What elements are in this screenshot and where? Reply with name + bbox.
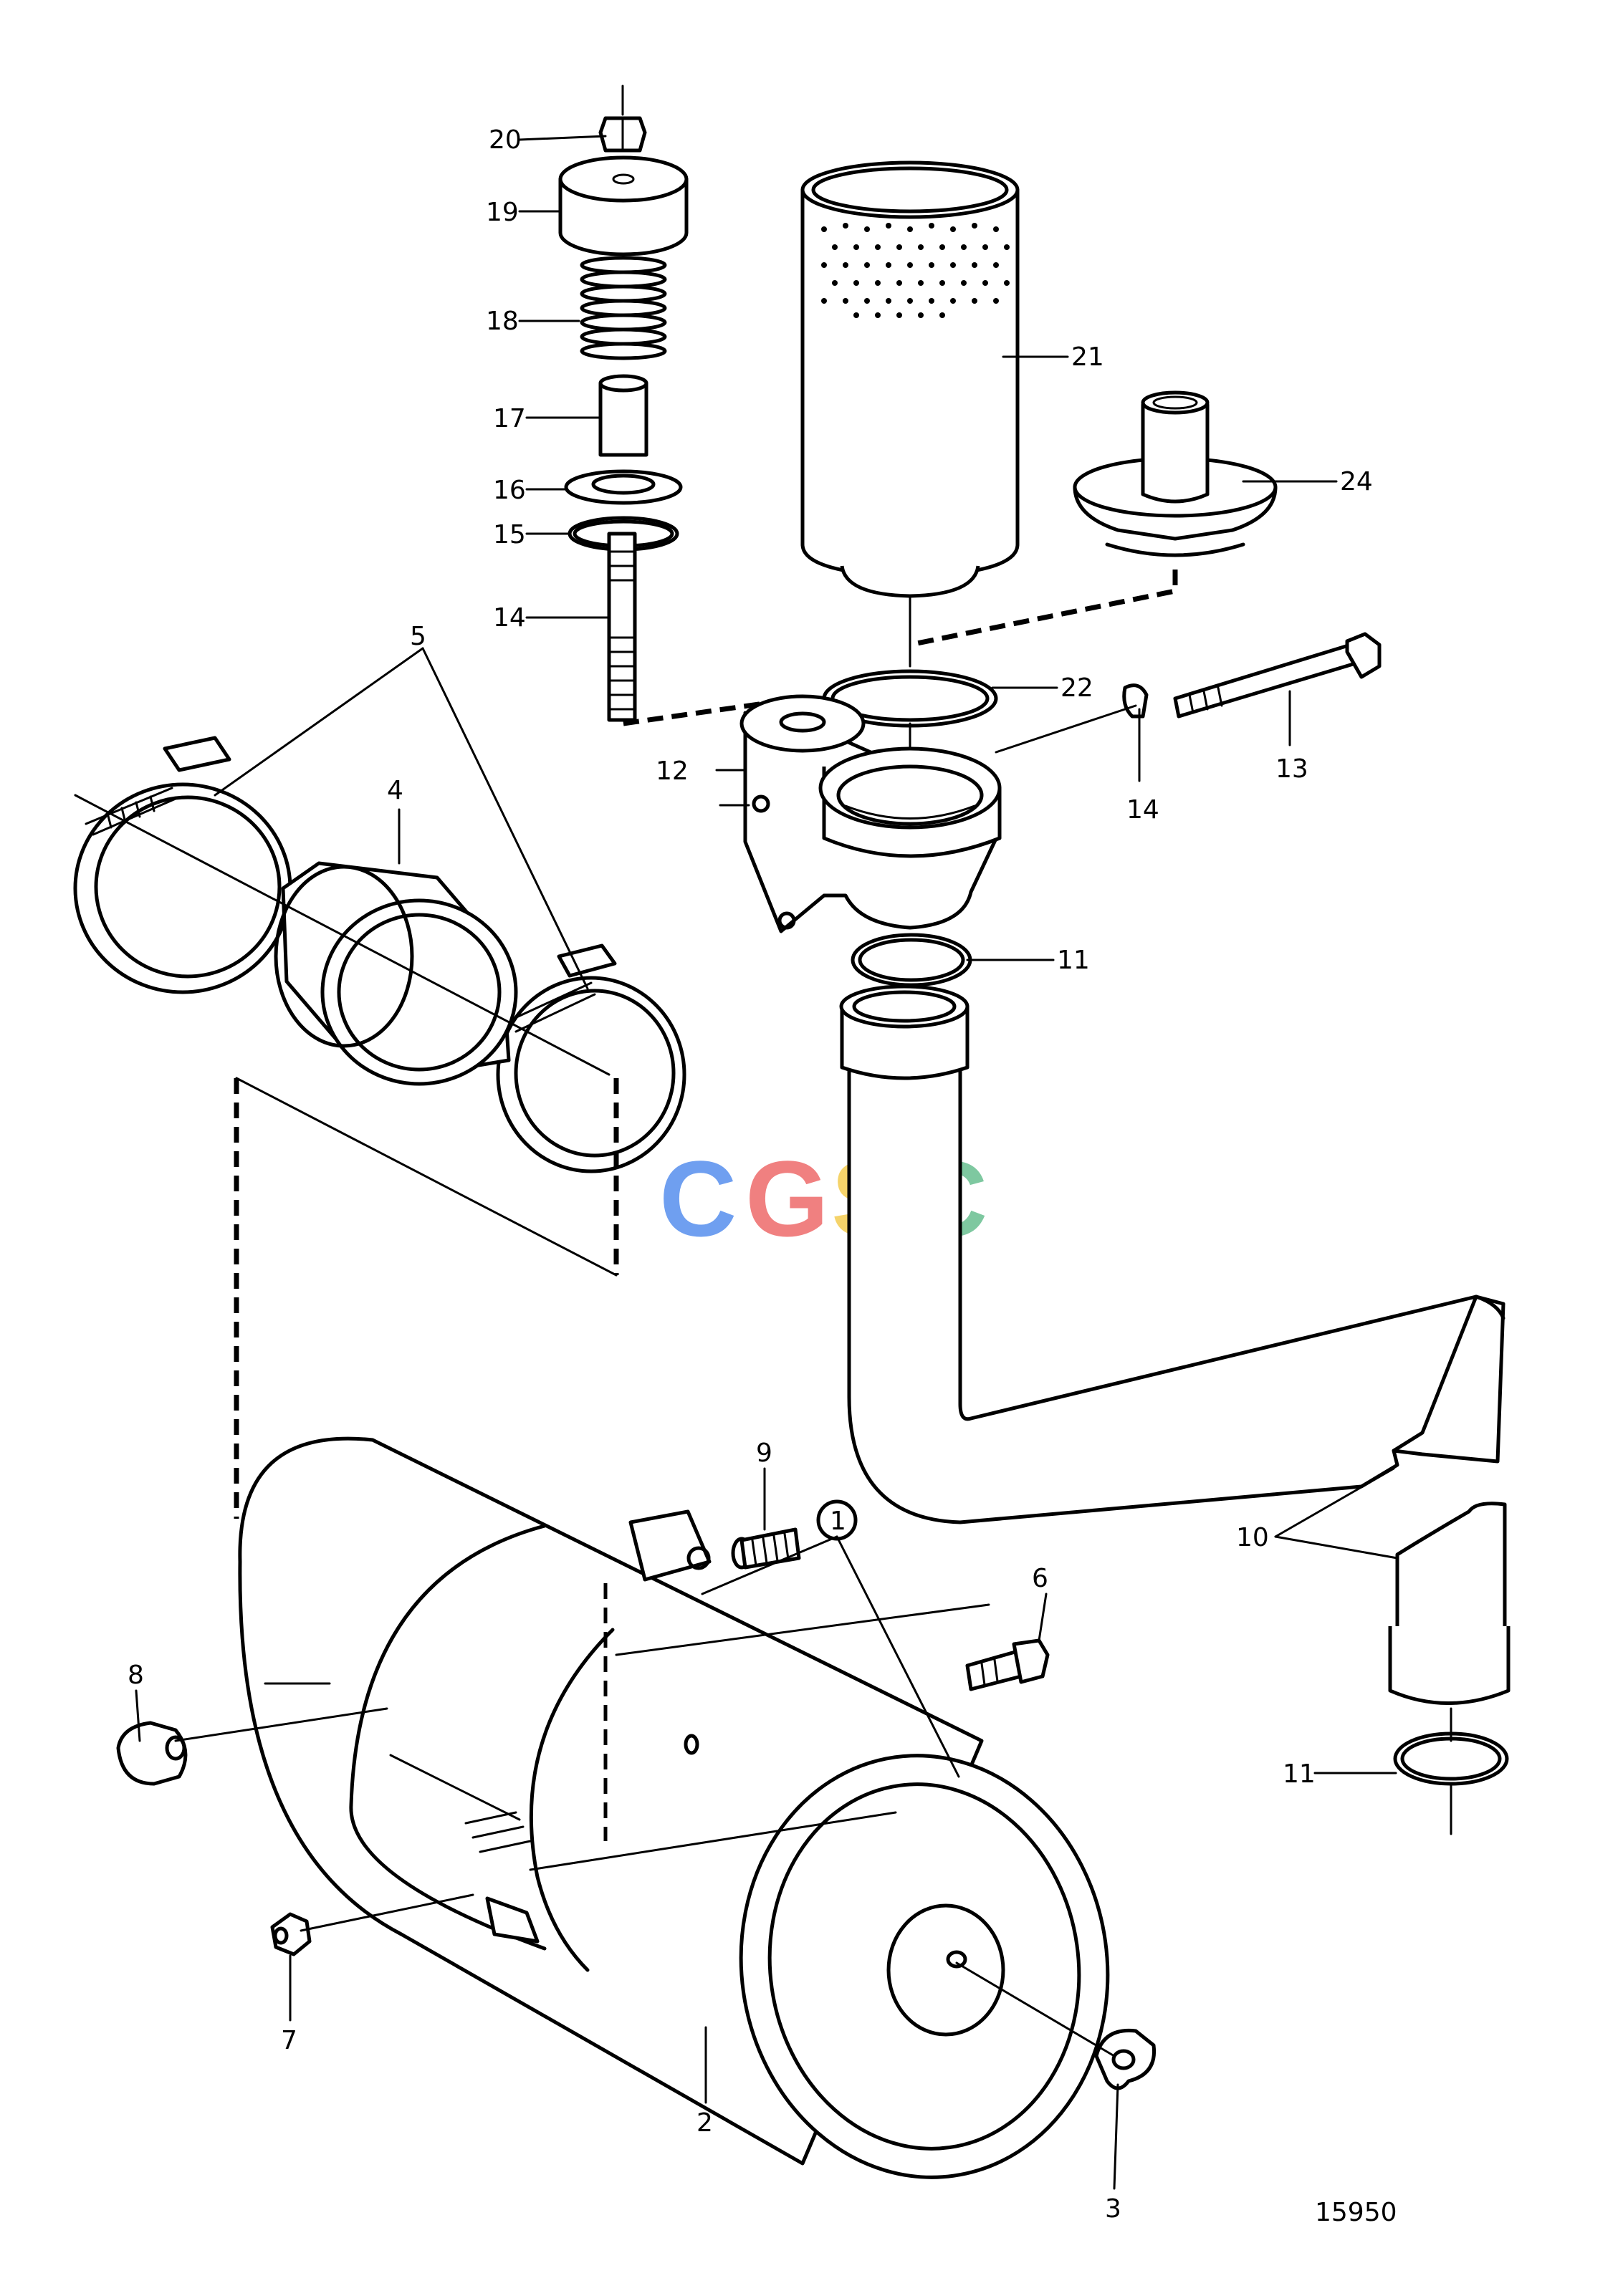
- callout-16: 15: [493, 520, 526, 549]
- callout-14: 14: [1126, 795, 1159, 825]
- callout-11-upper: 11: [1057, 946, 1090, 975]
- part-7-nut: [270, 1893, 474, 1956]
- part-15-stud: [607, 532, 802, 726]
- part-5-hose-clamp-left: [73, 736, 292, 994]
- callout-15: 14: [493, 603, 526, 633]
- callout-21: 20: [489, 125, 522, 155]
- watermark-letter-2: G: [745, 1138, 829, 1259]
- part-3-wing-nut: [955, 1961, 1157, 2090]
- part-22-filter-element: [800, 160, 1020, 668]
- part-19-spring: [580, 256, 667, 360]
- part-14-lock-washer: [1122, 683, 1149, 719]
- callout-20: 19: [486, 198, 519, 227]
- callout-leader-lines: [135, 135, 1399, 2190]
- callout-4: 4: [387, 776, 403, 805]
- part-11-o-ring-lower: [1393, 1731, 1509, 1835]
- watermark-letter-1: C: [659, 1138, 737, 1259]
- callout-23: 22: [1061, 673, 1093, 703]
- part-5-hose-clamp-right: [496, 943, 686, 1173]
- part-17-washer: [564, 469, 683, 505]
- callout-19: 18: [486, 307, 519, 336]
- part-12-filter-housing: [719, 694, 1002, 933]
- drawing-number: 15950: [1315, 2198, 1397, 2227]
- callout-1-circle: [816, 1499, 858, 1541]
- filter-perforation-pattern: [821, 223, 1010, 318]
- callout-5: 5: [410, 622, 426, 651]
- callout-22: 21: [1071, 342, 1104, 372]
- callout-7: 7: [281, 2026, 297, 2055]
- part-18-sleeve: [598, 374, 648, 457]
- part-8-plug: [116, 1707, 388, 1786]
- callout-1: 1: [830, 1507, 846, 1536]
- callout-11-lower: 11: [1283, 1759, 1316, 1789]
- callout-2: 2: [696, 2108, 713, 2138]
- callout-13: 13: [1275, 754, 1308, 784]
- part-6-bolt: [965, 1638, 1050, 1691]
- part-13-bolt: [995, 632, 1382, 754]
- part-24-cover: [909, 390, 1278, 648]
- part-21-nut: [598, 85, 647, 153]
- part-4-rubber-hose: [274, 861, 518, 1086]
- part-9-spring-plug: [731, 1527, 801, 1570]
- hose-assembly-axis-lines: [74, 647, 611, 1076]
- callout-12: 12: [656, 756, 689, 786]
- callout-labels: 20 19 18 17 16 15 14 21 24 22 11 12 14 1…: [128, 125, 1397, 2227]
- part-2-air-cleaner-housing: [238, 1436, 1110, 2179]
- callout-10: 10: [1236, 1523, 1269, 1552]
- part-11-o-ring-upper: [851, 933, 972, 987]
- callout-24: 24: [1340, 467, 1373, 496]
- part-20-cap: [558, 155, 689, 256]
- callout-6: 6: [1032, 1564, 1048, 1593]
- dashed-connection-outline: [234, 1077, 619, 1519]
- callout-18: 17: [493, 404, 526, 433]
- part-10-pipe-adapter: [1388, 1502, 1511, 1742]
- callout-17: 16: [493, 476, 526, 505]
- callout-8: 8: [128, 1661, 144, 1690]
- callout-9: 9: [756, 1438, 772, 1468]
- part-10-intake-pipe: [839, 984, 1505, 1524]
- callout-3: 3: [1105, 2194, 1121, 2224]
